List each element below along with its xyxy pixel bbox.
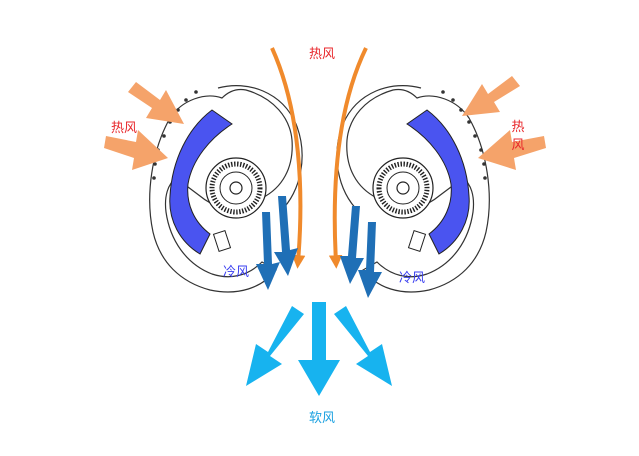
label-soft: 软风 (309, 411, 335, 426)
left-unit (149, 85, 303, 293)
right-dots (441, 90, 487, 180)
label-hot-right-1: 热 (511, 120, 524, 135)
soft-arrow-right (334, 306, 392, 386)
left-fan (205, 157, 267, 219)
label-cold-right: 冷风 (399, 271, 425, 286)
cold-arrows-left (256, 196, 298, 290)
soft-arrows (246, 302, 392, 396)
hot-arrow-top-right (328, 47, 368, 269)
left-duct (169, 109, 233, 255)
hot-arrow-right-lower (478, 130, 546, 170)
label-hot-right-2: 风 (511, 138, 524, 153)
label-hot-top: 热风 (309, 47, 335, 62)
label-hot-left: 热风 (111, 121, 137, 136)
right-unit (336, 85, 490, 293)
right-slot (407, 229, 427, 253)
right-duct (406, 109, 470, 255)
cold-arrows-right (340, 206, 382, 298)
label-cold-left: 冷风 (223, 265, 249, 280)
hot-arrow-left-lower (104, 130, 168, 170)
left-slot (212, 229, 232, 253)
right-fan (372, 157, 434, 219)
hot-arrow-right-upper (462, 76, 520, 116)
soft-arrow-center (298, 302, 340, 396)
hot-arrow-left-upper (128, 82, 184, 124)
soft-arrow-left (246, 306, 304, 386)
hot-arrow-top-left (270, 47, 306, 269)
